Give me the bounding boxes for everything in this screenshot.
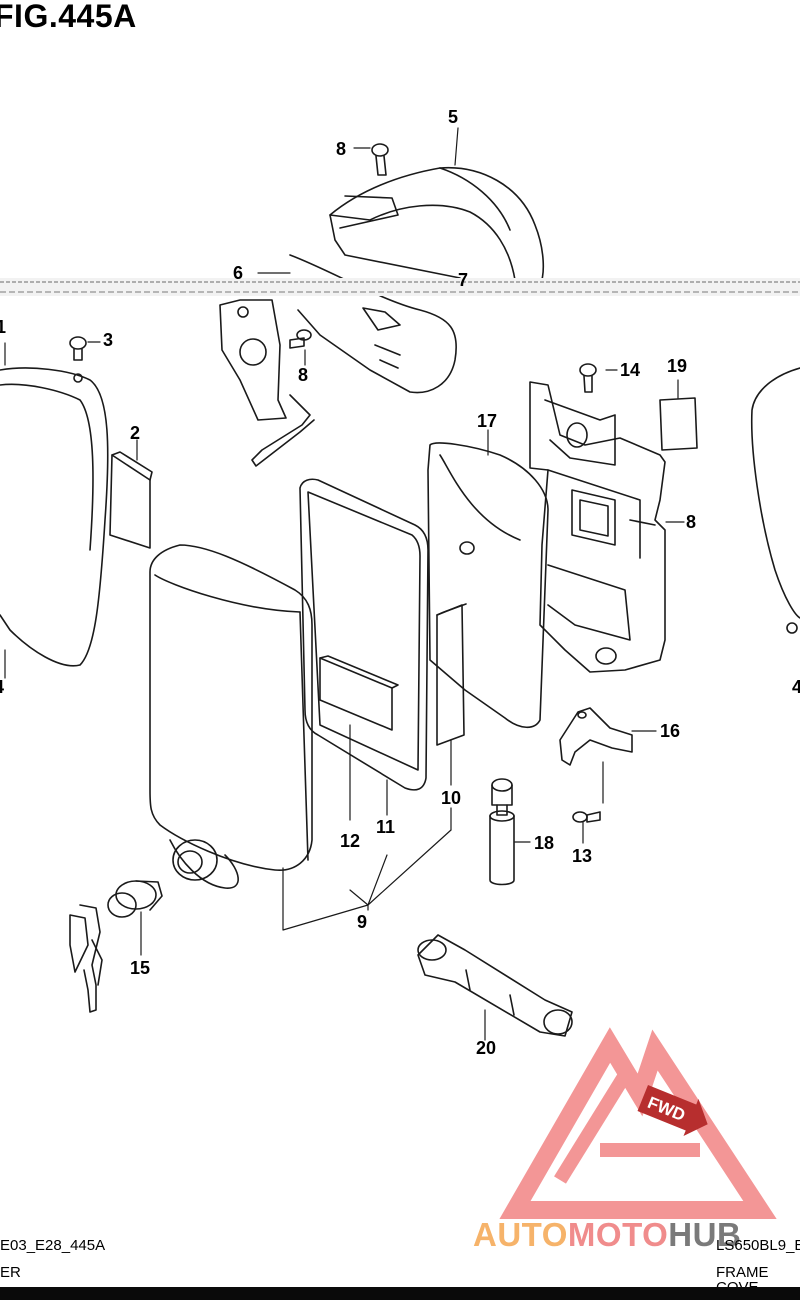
callout-1: 1 [0,317,7,337]
callout-18: 17 [477,411,498,431]
callout-4-right: 4 [792,677,800,697]
fwd-arrow-icon [637,1085,708,1137]
part-17-clip [559,707,633,766]
callout-11: 10 [441,788,462,808]
callout-3: 3 [103,330,114,350]
part-20-sticker [659,397,698,451]
callout-16: 15 [130,958,151,978]
bottom-bar [0,1287,800,1300]
part-5-cover [329,166,545,286]
figure-title: FIG.445A [0,0,137,34]
callout-8-top: 8 [336,139,347,159]
part-13-label [319,655,399,731]
screw-8-mid [289,329,312,349]
callout-17: 16 [660,721,681,741]
footer-left-name: ER [0,1264,21,1281]
watermark-hub: HUB [668,1216,742,1253]
part-2-pad [109,451,153,549]
callout-6: 6 [233,263,244,283]
callout-19: 18 [534,833,555,853]
part-19-pin [489,778,515,886]
part-1-side-cover-left [0,367,109,667]
callout-14: 13 [572,846,593,866]
leader-lines [4,127,685,1041]
watermark-moto: MOTO [567,1216,669,1253]
part-11-strip [436,603,467,746]
callout-12: 11 [376,817,396,837]
watermark-logo [499,1027,777,1219]
part-1-side-cover-right [750,367,800,634]
callout-7: 7 [458,270,469,290]
callout-8-mid: 8 [298,365,309,385]
callout-10: 9 [357,912,368,932]
screw-15 [579,363,597,393]
callout-13: 12 [340,831,361,851]
watermark-text: AUTOMOTOHUB [473,1216,741,1254]
screw-14 [572,811,601,823]
callout-21: 20 [476,1038,497,1058]
watermark-auto: AUTO [473,1216,568,1253]
callout-5: 5 [448,107,459,127]
footer-right-code: LS650BL9_E [716,1237,800,1254]
part-12-gasket [299,478,429,791]
part-21-wrench [417,934,573,1037]
part-18-rubber-cover [427,442,549,729]
callout-9: 8 [686,512,697,532]
callout-20: 19 [667,356,688,376]
screw-8-top [371,143,389,176]
part-16-lock [69,880,163,1013]
callout-2: 2 [130,423,141,443]
screw-3 [69,336,87,361]
part-9-bracket [529,381,666,673]
tear-band [0,278,800,296]
callout-4-left: 4 [0,678,4,696]
footer-left-code: E03_E28_445A [0,1237,106,1254]
part-10-battery-box [149,544,313,889]
callout-15: 14 [620,360,641,380]
